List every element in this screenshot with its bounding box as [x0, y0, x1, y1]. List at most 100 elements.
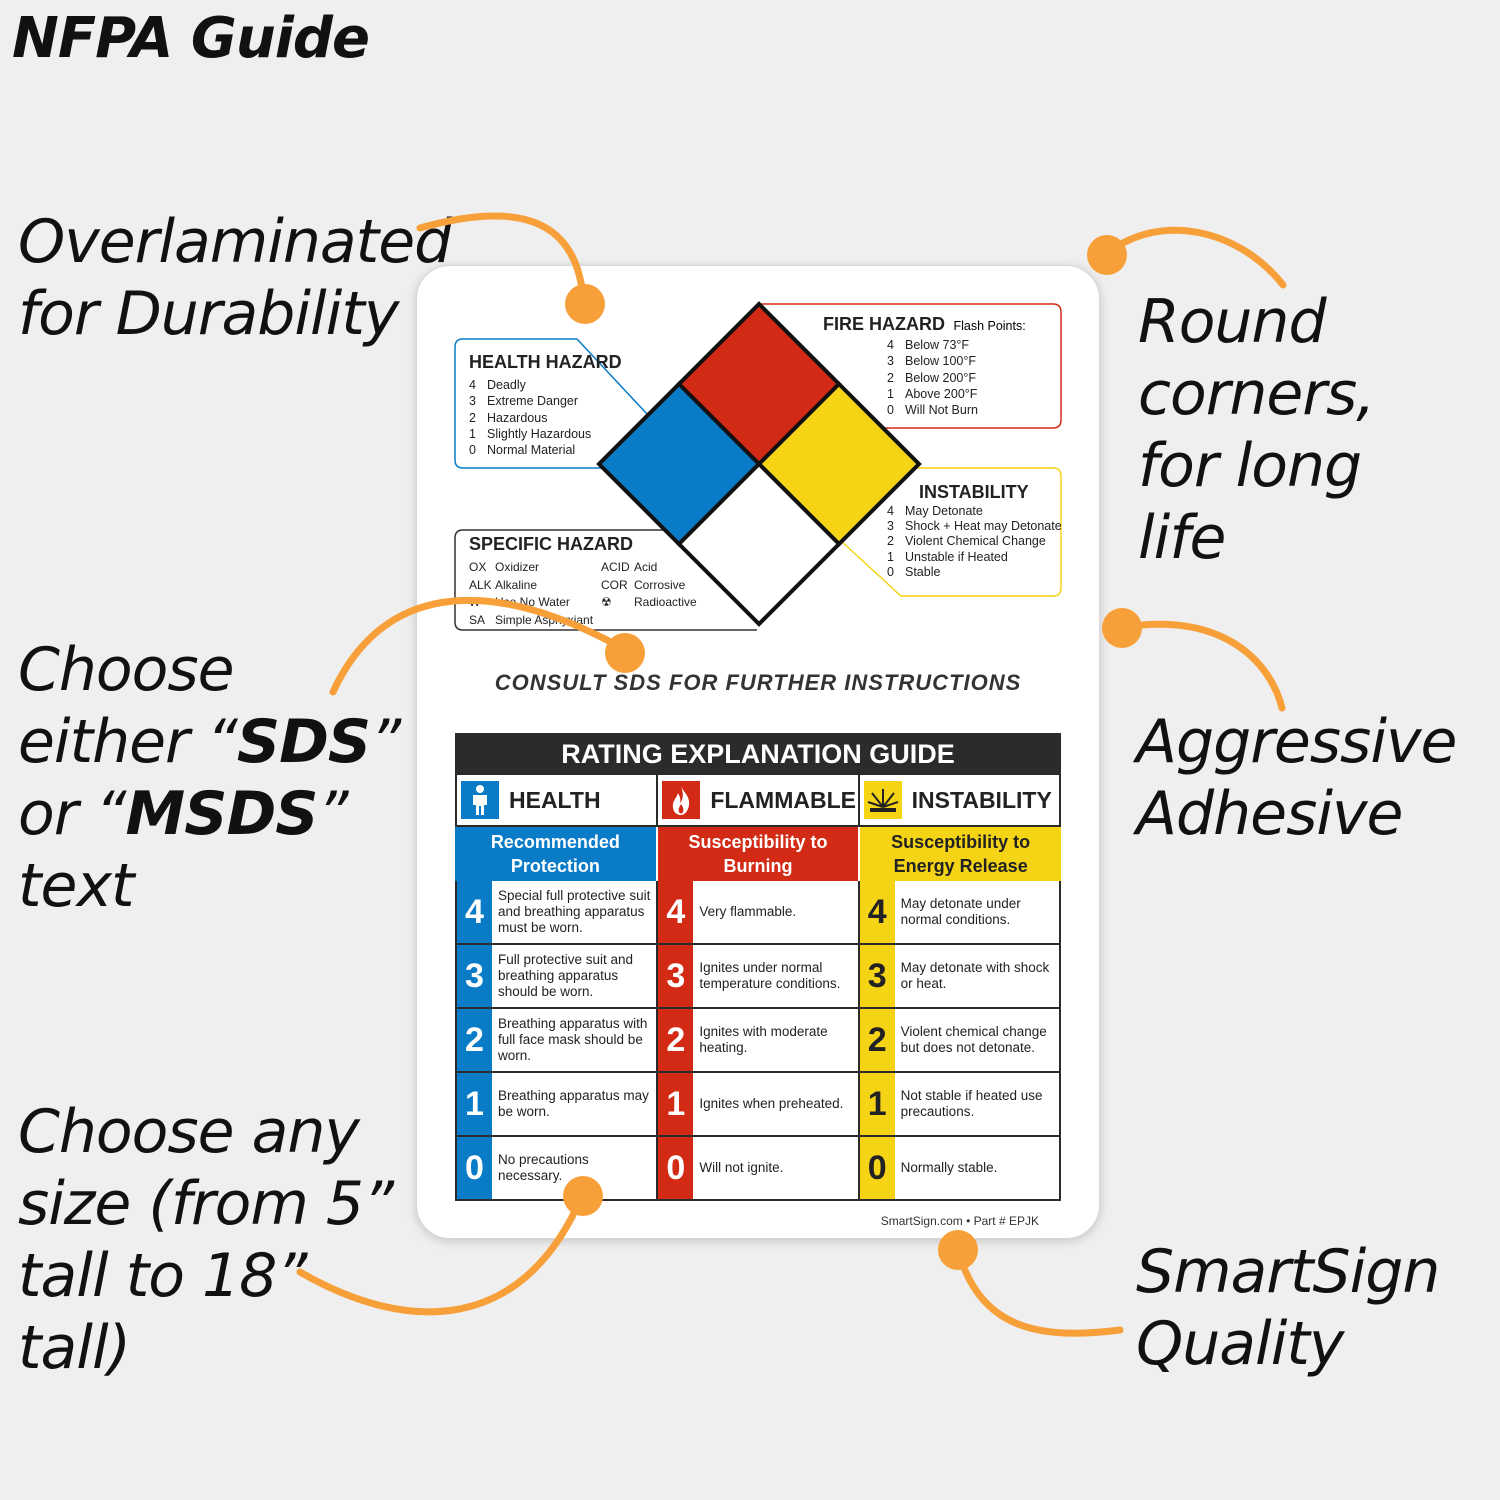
- guide-rating-number: 0: [859, 1137, 895, 1199]
- callout-size-line1: Choose any: [18, 1097, 360, 1167]
- callout-size-line4: tall): [18, 1313, 131, 1383]
- callout-sds-line1: Choose: [18, 635, 235, 705]
- rating-guide-header-row: HEALTH FLAMMABLE INSTABILITY: [455, 775, 1061, 827]
- guide-rating-number: 1: [457, 1073, 492, 1135]
- page-title: NFPA Guide: [12, 6, 370, 71]
- guide-rating-number: 2: [859, 1009, 895, 1071]
- guide-rating-text: Special full protective suit and breathi…: [498, 888, 651, 935]
- specific-hazard-title: SPECIFIC HAZARD: [469, 534, 634, 554]
- guide-head-instability-label: INSTABILITY: [911, 786, 1052, 813]
- callout-round-line3: for long: [1138, 431, 1362, 501]
- guide-rating-text: Full protective suit and breathing appar…: [498, 952, 634, 999]
- guide-cell: 1 Ignites when preheated.: [658, 1073, 858, 1137]
- guide-cell: 0 Normally stable.: [859, 1137, 1059, 1201]
- guide-rating-text: Breathing apparatus may be worn.: [498, 1088, 649, 1119]
- guide-rating-number: 2: [658, 1009, 694, 1071]
- guide-rating-number: 1: [658, 1073, 694, 1135]
- guide-head-flammable: FLAMMABLE: [658, 775, 860, 827]
- person-icon: [461, 781, 499, 819]
- guide-rating-number: 2: [457, 1009, 492, 1071]
- instability-frame: [838, 465, 1062, 597]
- guide-rating-text: Not stable if heated use precautions.: [900, 1088, 1043, 1119]
- callout-round-corners: Round corners, for long life: [1138, 286, 1375, 574]
- hazard-diamond-graphic: [454, 301, 1062, 631]
- connector-adhesive: [1116, 620, 1286, 712]
- guide-rating-text: May detonate with shock or heat.: [900, 960, 1050, 991]
- callout-sds-line2: either “SDS”: [18, 707, 401, 777]
- fire-flash-points: Flash Points:: [953, 319, 1026, 333]
- callout-round-line4: life: [1138, 503, 1226, 573]
- guide-rating-text: Ignites when preheated.: [699, 1096, 844, 1111]
- guide-rating-number: 4: [859, 881, 895, 943]
- callout-quality-line2: Quality: [1136, 1309, 1344, 1379]
- guide-cell: 4 Very flammable.: [658, 881, 858, 945]
- guide-rating-number: 3: [658, 945, 694, 1007]
- radioactive-icon: ☢: [601, 595, 612, 609]
- specific-item: ☢Radioactive: [601, 594, 697, 612]
- fire-hazard-title: FIRE HAZARD: [823, 314, 945, 334]
- callout-size-line2: size (from 5”: [18, 1169, 394, 1239]
- callout-adhesive: Aggressive Adhesive: [1136, 706, 1457, 850]
- diamond-special: [676, 461, 842, 627]
- guide-rating-text: Normally stable.: [900, 1160, 998, 1175]
- guide-rating-number: 4: [658, 881, 694, 943]
- guide-rating-text: Breathing apparatus with full face mask …: [498, 1016, 648, 1063]
- callout-round-line2: corners,: [1138, 359, 1375, 429]
- guide-head-instability: INSTABILITY: [859, 775, 1061, 827]
- callout-adhesive-line2: Adhesive: [1136, 779, 1403, 849]
- callout-sds-line3: or “MSDS”: [18, 779, 349, 849]
- guide-rating-text: Very flammable.: [699, 904, 797, 919]
- guide-head-flammable-label: FLAMMABLE: [710, 786, 856, 813]
- callout-overlaminated: Overlaminated for Durability: [18, 206, 452, 350]
- fire-frame: [761, 303, 1062, 429]
- flame-icon: [662, 781, 701, 819]
- guide-rating-number: 1: [859, 1073, 895, 1135]
- guide-head-health-label: HEALTH: [509, 786, 601, 813]
- health-hazard-title: HEALTH HAZARD: [469, 352, 622, 372]
- guide-rating-number: 3: [457, 945, 492, 1007]
- callout-dot-adhesive: [1102, 608, 1142, 648]
- guide-rating-number: 4: [457, 881, 492, 943]
- guide-rating-text: May detonate under normal conditions.: [900, 896, 1021, 927]
- rating-guide-table: RATING EXPLANATION GUIDE HEALTH FLAMMABL…: [455, 733, 1062, 1201]
- connector-quality: [954, 1246, 1124, 1337]
- health-frame: [454, 338, 616, 469]
